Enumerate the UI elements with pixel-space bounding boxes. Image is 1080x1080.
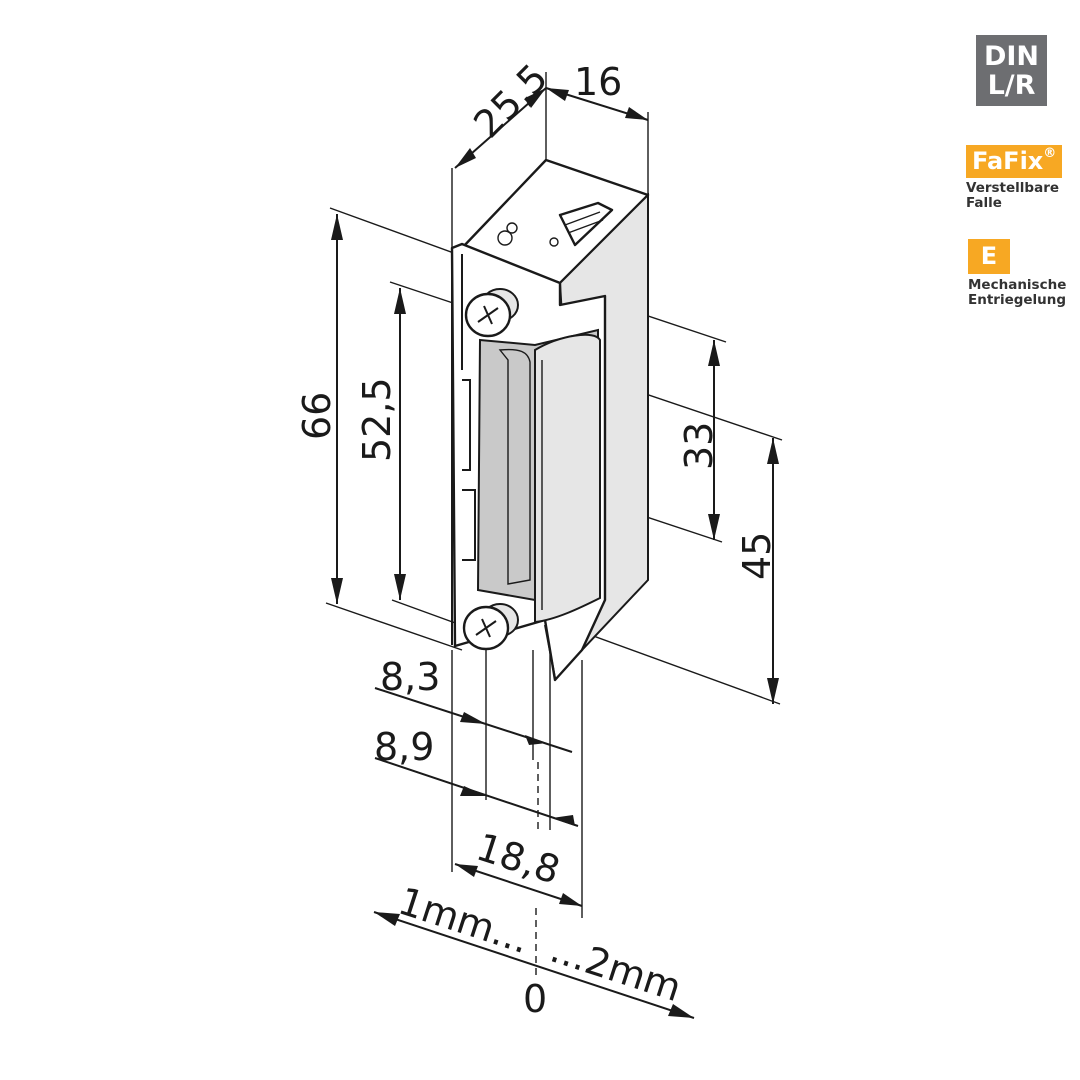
dim-width-top: 25,5 bbox=[465, 55, 556, 146]
phillips-screw-icon bbox=[462, 603, 519, 651]
dim-width-front: 18,8 bbox=[471, 825, 565, 893]
dim-adjust-left: 1mm... bbox=[393, 879, 534, 962]
fafix-badge: FaFix® bbox=[966, 145, 1063, 178]
fafix-label: FaFix bbox=[972, 147, 1044, 175]
e-badge: E bbox=[968, 239, 1010, 274]
fafix-caption-line2: Falle bbox=[966, 195, 1002, 211]
door-opener-body bbox=[450, 158, 650, 682]
fafix-caption: Verstellbare Falle bbox=[966, 181, 1059, 211]
phillips-screw-icon bbox=[464, 288, 519, 338]
dim-latch-height: 33 bbox=[677, 422, 721, 470]
dim-depth-top: 16 bbox=[574, 60, 622, 104]
dim-offset-b: 8,9 bbox=[374, 725, 434, 769]
registered-mark: ® bbox=[1043, 146, 1057, 161]
dim-adjust-zero: 0 bbox=[523, 977, 547, 1021]
dim-offset-a: 8,3 bbox=[380, 655, 440, 699]
din-lr-badge: DIN L/R bbox=[976, 35, 1047, 106]
din-label: DIN bbox=[983, 40, 1040, 72]
fafix-caption-line1: Verstellbare bbox=[966, 180, 1060, 196]
e-caption-line1: Mechanische bbox=[968, 277, 1067, 293]
dim-screw-spacing: 52,5 bbox=[355, 377, 399, 462]
dimension-lines bbox=[325, 72, 783, 1019]
e-caption-line2: Entriegelung bbox=[968, 292, 1067, 308]
dim-adjust-right: ...2mm bbox=[545, 927, 686, 1010]
lr-label: L/R bbox=[987, 69, 1036, 101]
dim-height-total: 66 bbox=[295, 392, 339, 440]
dim-body-height: 45 bbox=[735, 532, 779, 580]
e-caption: Mechanische Entriegelung bbox=[968, 278, 1066, 308]
